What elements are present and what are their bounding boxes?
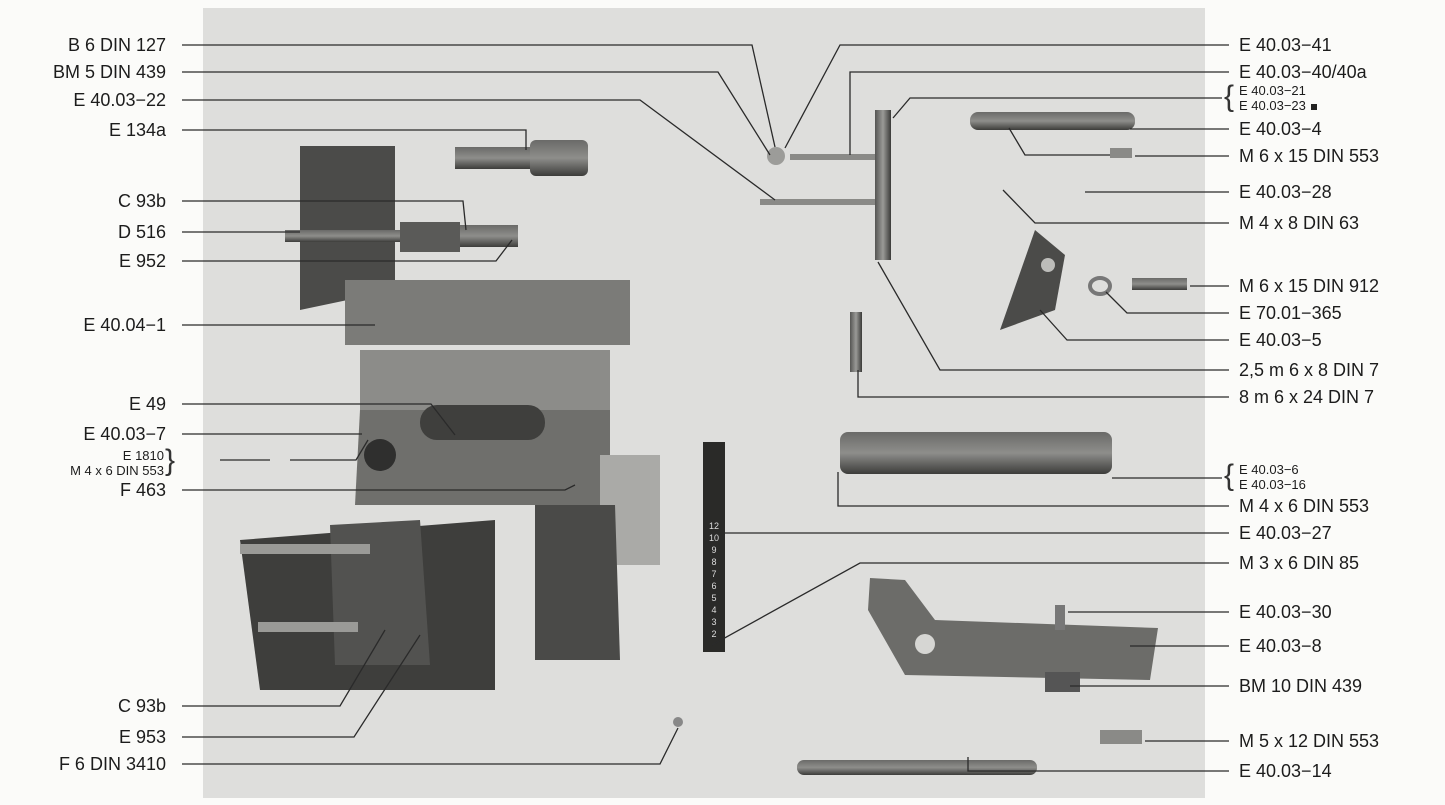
part-label: B 6 DIN 127 [67,35,166,55]
part-label: E 40.03−22 [73,90,166,110]
leader-line [784,44,1229,149]
leader-line [182,71,771,156]
right-brace-icon: } [165,444,176,477]
part-label: E 40.03−14 [1239,761,1332,781]
part-label: F 463 [119,480,166,500]
part-label: E 134a [108,120,166,140]
part-label: 2,5 m 6 x 8 DIN 7 [1239,360,1380,380]
leader-line [182,239,513,262]
scale-mark: 2 [711,629,717,639]
part-label: M 4 x 8 DIN 63 [1239,213,1360,233]
part-label: M 6 x 15 DIN 553 [1239,146,1380,166]
left-brace-icon: { [1224,459,1235,492]
pin-e40-03-4 [970,112,1135,158]
part-label: E 70.01−365 [1239,303,1342,323]
scale-mark: 8 [711,557,717,567]
part-label: E 40.03−23 [1239,99,1317,113]
scale-e40-03-27 [703,442,725,652]
part-label: BM 5 DIN 439 [52,62,166,82]
left-brace-icon: { [1224,80,1235,113]
part-label: E 49 [128,394,166,414]
leader-line [182,634,421,738]
part-label: M 5 x 12 DIN 553 [1239,731,1380,751]
rod-assembly-e40-03-40 [760,110,891,260]
part-label: E 40.03−27 [1239,523,1332,543]
part-label: E 40.03−41 [1239,35,1332,55]
leader-line [1105,291,1229,314]
leader-line [182,200,467,231]
part-label: E 40.03−5 [1239,330,1322,350]
shaft-e40-03-6 [840,312,1112,474]
part-label: E 953 [118,727,166,747]
leader-line [857,370,1229,398]
leader-line [967,757,1229,772]
part-label: 8 m 6 x 24 DIN 7 [1239,387,1375,407]
scale-mark: 3 [711,617,717,627]
leader-line [290,439,369,461]
leader-line [892,97,1222,119]
square-marker-icon [1310,103,1317,110]
part-label: BM 10 DIN 439 [1239,676,1363,696]
part-label: E 40.03−4 [1239,119,1322,139]
leader-line [1008,127,1110,156]
part-label: E 40.03−7 [83,424,166,444]
scale-numbers: 12 10 9 8 7 6 5 4 3 2 [704,520,724,640]
part-label: E 1810 [122,448,164,463]
leader-line [849,71,1229,155]
part-label: E 40.04−1 [83,315,166,335]
scale-mark: 7 [711,569,717,579]
part-label: E 40.03−28 [1239,182,1332,202]
screw-e134a [455,140,588,176]
leader-line [182,129,527,150]
part-label: E 40.03−30 [1239,602,1332,622]
part-label: E 40.03−21 [1239,83,1306,98]
part-label: E 40.03−6 [1239,462,1299,477]
leader-line [837,472,1229,507]
leader-line [182,99,776,201]
leader-line [182,484,576,491]
scale-mark: 6 [711,581,717,591]
cam-e40-03-5 [1000,230,1187,330]
scale-mark: 9 [711,545,717,555]
leader-line [182,403,456,436]
part-label: E 952 [118,251,166,271]
pin-d516 [285,222,518,252]
part-label: C 93b [117,191,166,211]
part-label: M 6 x 15 DIN 912 [1239,276,1380,296]
part-label: E 40.03−16 [1239,477,1306,492]
leader-line [711,562,1229,646]
leader-line [1039,309,1229,341]
part-label: D 516 [117,222,166,242]
lower-clamp-block [240,505,620,690]
scale-mark: 4 [711,605,717,615]
part-label: M 3 x 6 DIN 85 [1239,553,1360,573]
part-label: E 40.03−40/40a [1239,62,1367,82]
part-label: C 93b [117,696,166,716]
leader-line [877,261,1229,371]
part-label: E 40.03−8 [1239,636,1322,656]
lever-e40-03-8 [868,578,1158,692]
scale-mark: 5 [711,593,717,603]
leader-line [182,629,386,707]
leader-line [1002,189,1229,224]
part-label: M 4 x 6 DIN 553 [1239,496,1370,516]
leader-line [182,44,776,148]
leader-line [182,727,679,765]
scale-mark: 12 [708,521,719,531]
scale-mark: 10 [708,533,719,543]
part-label-text: E 40.03−23 [1239,98,1306,113]
part-label: F 6 DIN 3410 [58,754,166,774]
part-label: M 4 x 6 DIN 553 [70,463,164,478]
